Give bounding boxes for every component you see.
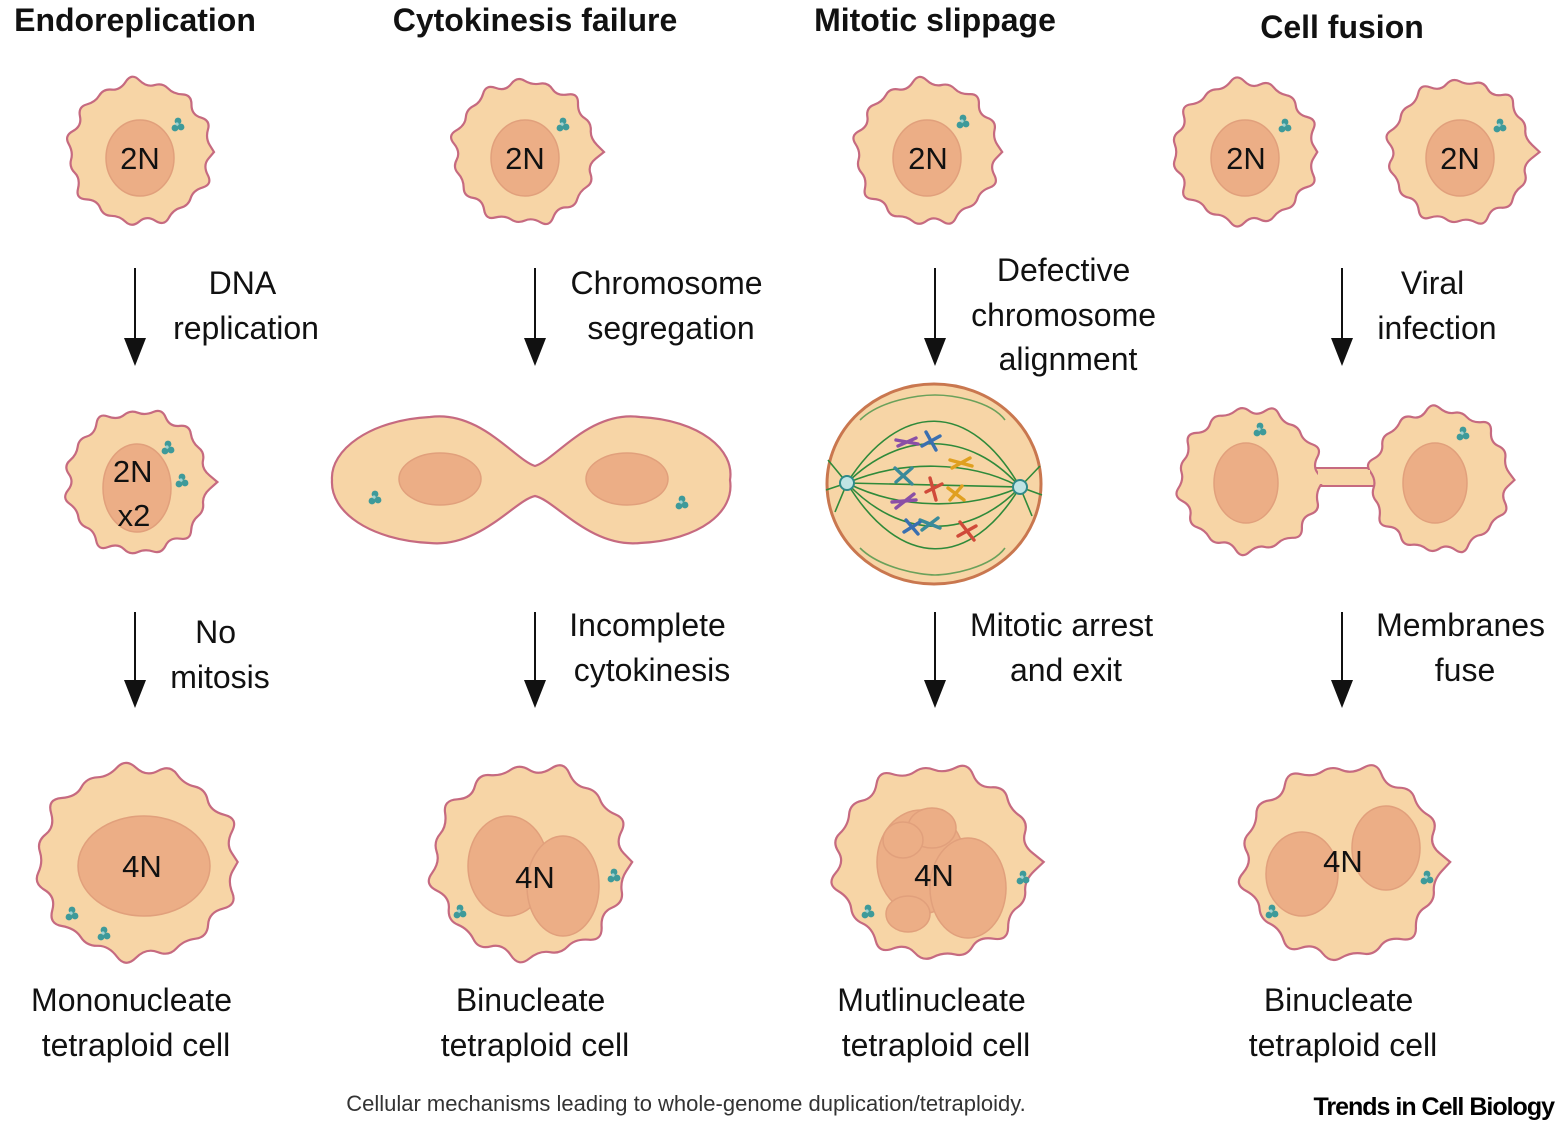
journal-logo: Trends in Cell Biology xyxy=(1313,1093,1555,1121)
endoreplication-mid-cell: 2N x2 xyxy=(64,409,220,555)
column-title-mitotic-slippage: Mitotic slippage xyxy=(814,2,1056,38)
mitotic-result-label: Mutlinucleate tetraploid cell xyxy=(837,982,1034,1063)
endoreplication-step1-arrow xyxy=(124,268,146,366)
ploidy-label: 2N xyxy=(908,141,948,176)
fusion-step1-label: Viral infection xyxy=(1377,265,1496,346)
cytokinesis-step1-label: Chromosome segregation xyxy=(571,265,772,346)
centrosome-icon xyxy=(1012,479,1028,495)
cytokinesis-dividing-cell xyxy=(330,415,732,545)
fusion-joining-cells xyxy=(1175,404,1516,557)
ploidy-label: 2N xyxy=(1226,141,1266,176)
column-title-cell-fusion: Cell fusion xyxy=(1260,9,1424,45)
centrosome-icon xyxy=(839,475,855,491)
endoreplication-start-cell: 2N xyxy=(66,75,216,226)
cytokinesis-step2-arrow xyxy=(524,612,546,708)
ploidy-label: 4N xyxy=(914,858,954,893)
cytokinesis-result-label: Binucleate tetraploid cell xyxy=(441,982,630,1063)
fusion-step2-arrow xyxy=(1331,612,1353,708)
cytokinesis-end-cell: 4N xyxy=(427,764,634,964)
cytokinesis-step2-label: Incomplete cytokinesis xyxy=(569,607,734,688)
ploidy-label: 2N xyxy=(1440,141,1480,176)
mitotic-step1-label: Defective chromosome alignment xyxy=(971,252,1165,377)
fusion-start-cell-right: 2N xyxy=(1385,78,1542,225)
mitotic-step2-label: Mitotic arrest and exit xyxy=(970,607,1162,688)
mitotic-step1-arrow xyxy=(924,268,946,366)
ploidy-label: 2N x2 xyxy=(113,454,161,533)
ploidy-label: 4N xyxy=(1323,844,1363,879)
fusion-step1-arrow xyxy=(1331,268,1353,366)
fusion-step2-label: Membranes fuse xyxy=(1376,607,1554,688)
endoreplication-step2-label: No mitosis xyxy=(170,614,270,695)
figure-caption: Cellular mechanisms leading to whole-gen… xyxy=(346,1091,1026,1116)
mitotic-spindle-cell xyxy=(825,382,1043,586)
fusion-result-label: Binucleate tetraploid cell xyxy=(1249,982,1438,1063)
endoreplication-step1-label: DNA replication xyxy=(173,265,319,346)
mitotic-start-cell: 2N xyxy=(852,75,1004,225)
ploidy-label: 2N xyxy=(505,141,545,176)
fusion-start-cell-left: 2N xyxy=(1172,76,1319,228)
endoreplication-step2-arrow xyxy=(124,612,146,708)
column-title-cytokinesis-failure: Cytokinesis failure xyxy=(393,2,678,38)
ploidy-label: 4N xyxy=(515,860,555,895)
spindle-fibers xyxy=(825,394,1043,576)
ploidy-label: 2N xyxy=(120,141,160,176)
chromosomes xyxy=(890,430,978,542)
endoreplication-result-label: Mononucleate tetraploid cell xyxy=(31,982,241,1063)
column-title-endoreplication: Endoreplication xyxy=(14,2,256,38)
cytokinesis-step1-arrow xyxy=(524,268,546,366)
mitotic-end-cell: 4N xyxy=(830,764,1046,960)
endoreplication-end-cell: 4N xyxy=(35,761,239,964)
mitotic-step2-arrow xyxy=(924,612,946,708)
cytokinesis-start-cell: 2N xyxy=(450,77,606,226)
ploidy-label: 4N xyxy=(122,849,162,884)
fusion-end-cell: 4N xyxy=(1237,764,1452,962)
